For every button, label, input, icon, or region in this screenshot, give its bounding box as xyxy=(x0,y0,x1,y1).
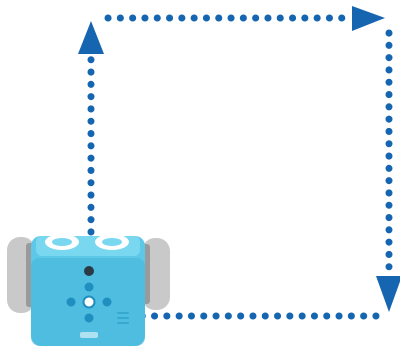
robot-button-left xyxy=(67,298,76,307)
right-arrow-icon xyxy=(352,6,385,31)
robot-logo-mark xyxy=(80,332,98,338)
robot-button-forward xyxy=(85,283,94,292)
robot-right-pupil xyxy=(102,238,122,246)
robot-button-center xyxy=(84,297,95,308)
robot-button-right xyxy=(103,298,112,307)
down-arrow-icon xyxy=(376,276,400,312)
robot-speaker-grille xyxy=(117,312,129,324)
robot-button-top xyxy=(84,266,94,276)
robot-toy-icon xyxy=(7,234,170,346)
robot-button-back xyxy=(85,314,94,323)
up-arrow-icon xyxy=(78,21,104,54)
robot-left-pupil xyxy=(52,238,72,246)
